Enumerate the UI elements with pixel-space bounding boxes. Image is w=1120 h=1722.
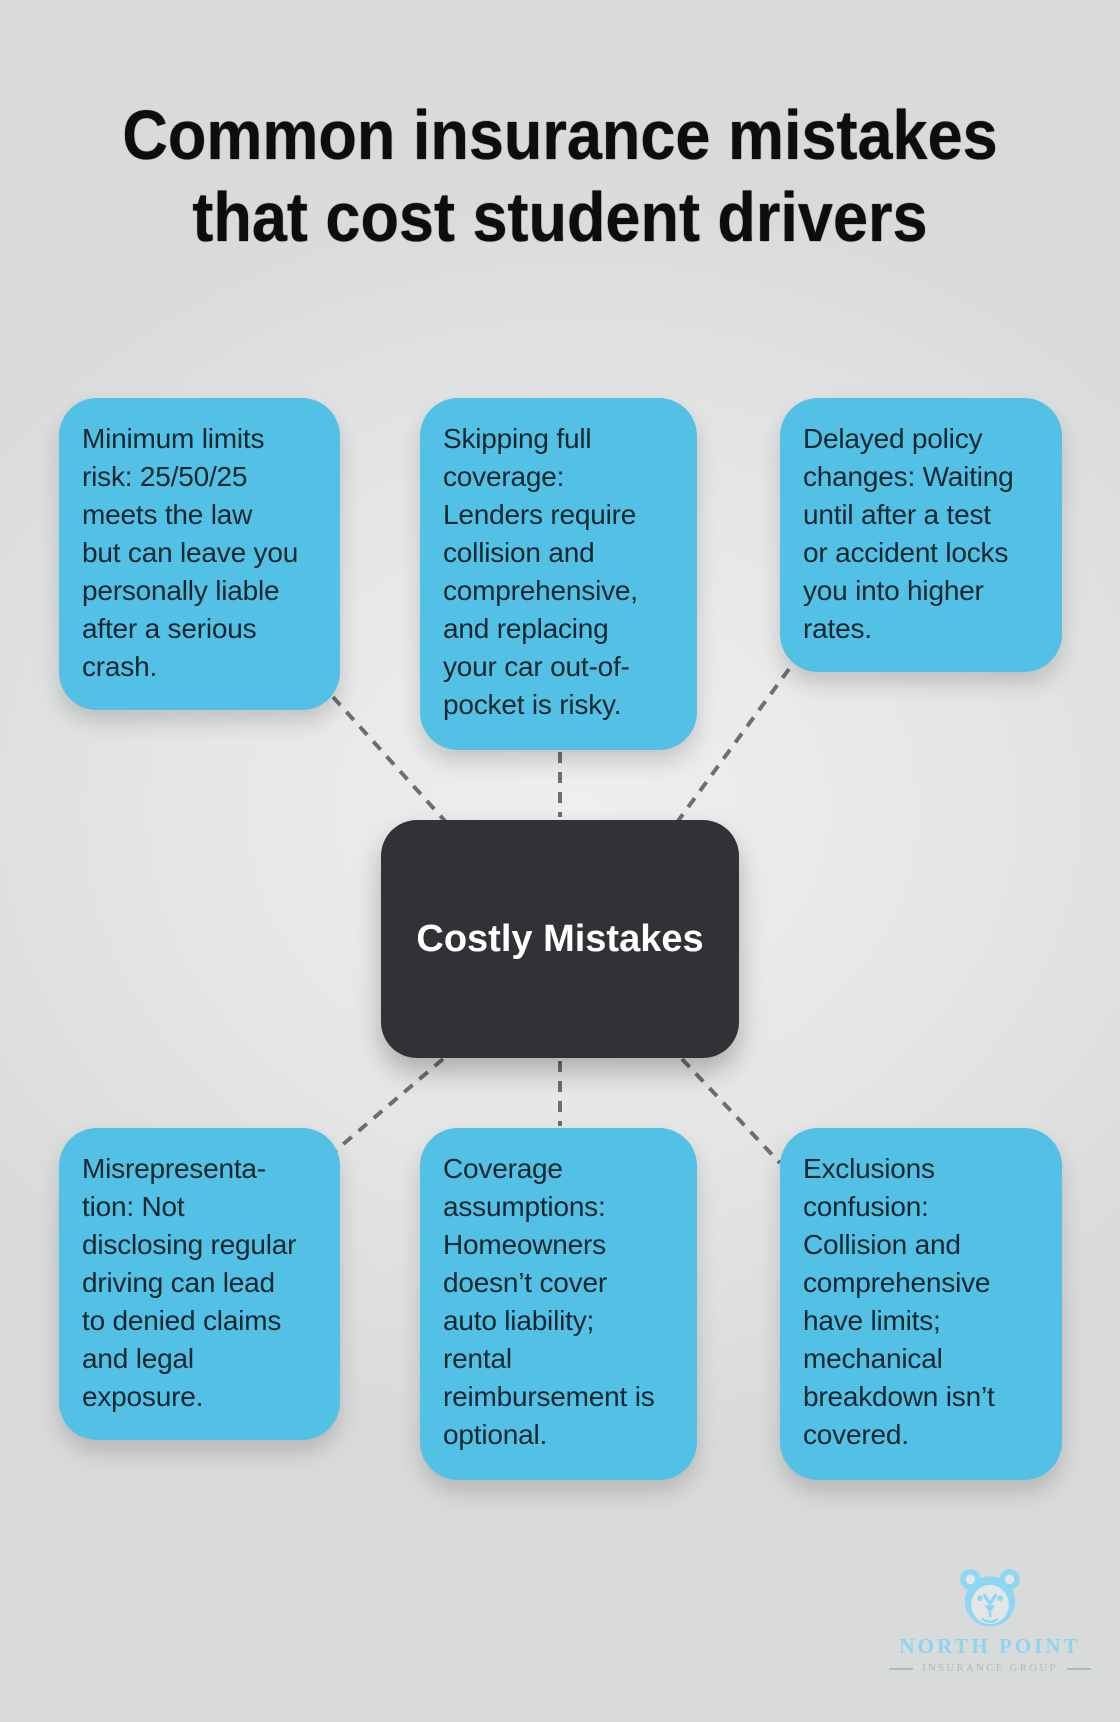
logo-company-name: NORTH POINT <box>899 1634 1081 1658</box>
page-title-line-2: that cost student drivers <box>192 178 928 256</box>
connector-bottom-right <box>680 1057 782 1165</box>
connector-top-left <box>331 695 447 823</box>
topic-node-exclusions-confusion: Exclusions confusion: Collision and comp… <box>780 1128 1062 1480</box>
topic-node-minimum-limits: Minimum limits risk: 25/50/25 meets the … <box>59 398 340 710</box>
central-node-label: Costly Mistakes <box>416 917 704 960</box>
logo-tagline-row: INSURANCE GROUP <box>858 1663 1120 1674</box>
bear-icon <box>960 1569 1020 1627</box>
topic-node-delayed-changes: Delayed policy changes: Waiting until af… <box>780 398 1062 672</box>
logo-tagline: INSURANCE GROUP <box>922 1663 1058 1674</box>
company-logo: NORTH POINT INSURANCE GROUP <box>858 1566 1120 1674</box>
topic-node-coverage-assumptions: Coverage assumptions: Homeowners doesn’t… <box>420 1128 697 1480</box>
tagline-right-dash <box>1066 1667 1091 1670</box>
topic-node-skipping-coverage: Skipping full coverage: Lenders require … <box>420 398 697 750</box>
page-title: Common insurance mistakes that cost stud… <box>0 94 1120 258</box>
tagline-left-dash <box>889 1667 914 1670</box>
topic-node-misrepresentation: Misrepresenta- tion: Not disclosing regu… <box>59 1128 340 1440</box>
connector-bottom-left <box>332 1057 445 1154</box>
central-node: Costly Mistakes <box>381 820 739 1058</box>
page-title-line-1: Common insurance mistakes <box>122 96 998 174</box>
